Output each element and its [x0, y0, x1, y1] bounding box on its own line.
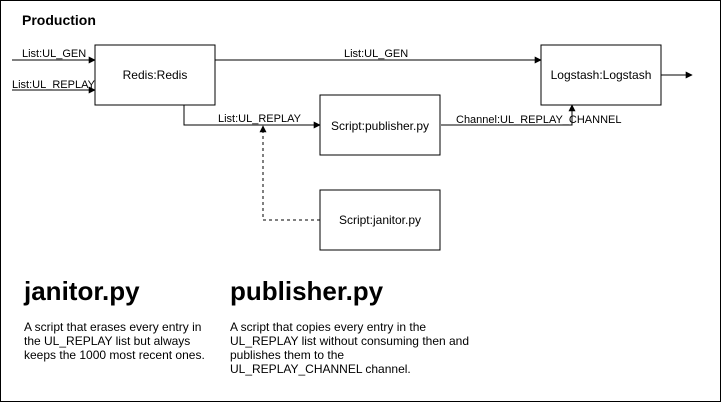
diagram-title: Production	[22, 12, 96, 28]
node-label-logstash: Logstash:Logstash	[551, 68, 652, 82]
node-label-janitor: Script:janitor.py	[339, 213, 421, 227]
edge-label-publisher-to-logstash: Channel:UL_REPLAY_CHANNEL	[456, 114, 622, 126]
node-label-publisher: Script:publisher.py	[331, 119, 429, 133]
publisher-note-heading: publisher.py	[230, 276, 384, 306]
edge-label-redis-to-logstash: List:UL_GEN	[344, 48, 408, 60]
edge-label-in-ul-replay: List:UL_REPLAY	[12, 79, 96, 91]
edge-label-in-ul-gen: List:UL_GEN	[22, 48, 86, 60]
node-janitor: Script:janitor.py	[319, 189, 441, 251]
edge-redis-to-publisher	[183, 105, 321, 129]
node-publisher: Script:publisher.py	[319, 94, 441, 156]
node-label-redis: Redis:Redis	[123, 68, 188, 82]
node-redis: Redis:Redis	[94, 44, 216, 106]
publisher-note-body: A script that copies every entry in the …	[230, 320, 470, 376]
node-logstash: Logstash:Logstash	[540, 44, 662, 106]
edge-publisher-to-logstash	[441, 104, 576, 126]
janitor-note-body: A script that erases every entry in the …	[24, 320, 205, 362]
edge-janitor-to-ul-replay	[259, 125, 320, 221]
edge-label-redis-to-publisher: List:UL_REPLAY	[218, 113, 302, 125]
janitor-note-heading: janitor.py	[24, 276, 140, 306]
